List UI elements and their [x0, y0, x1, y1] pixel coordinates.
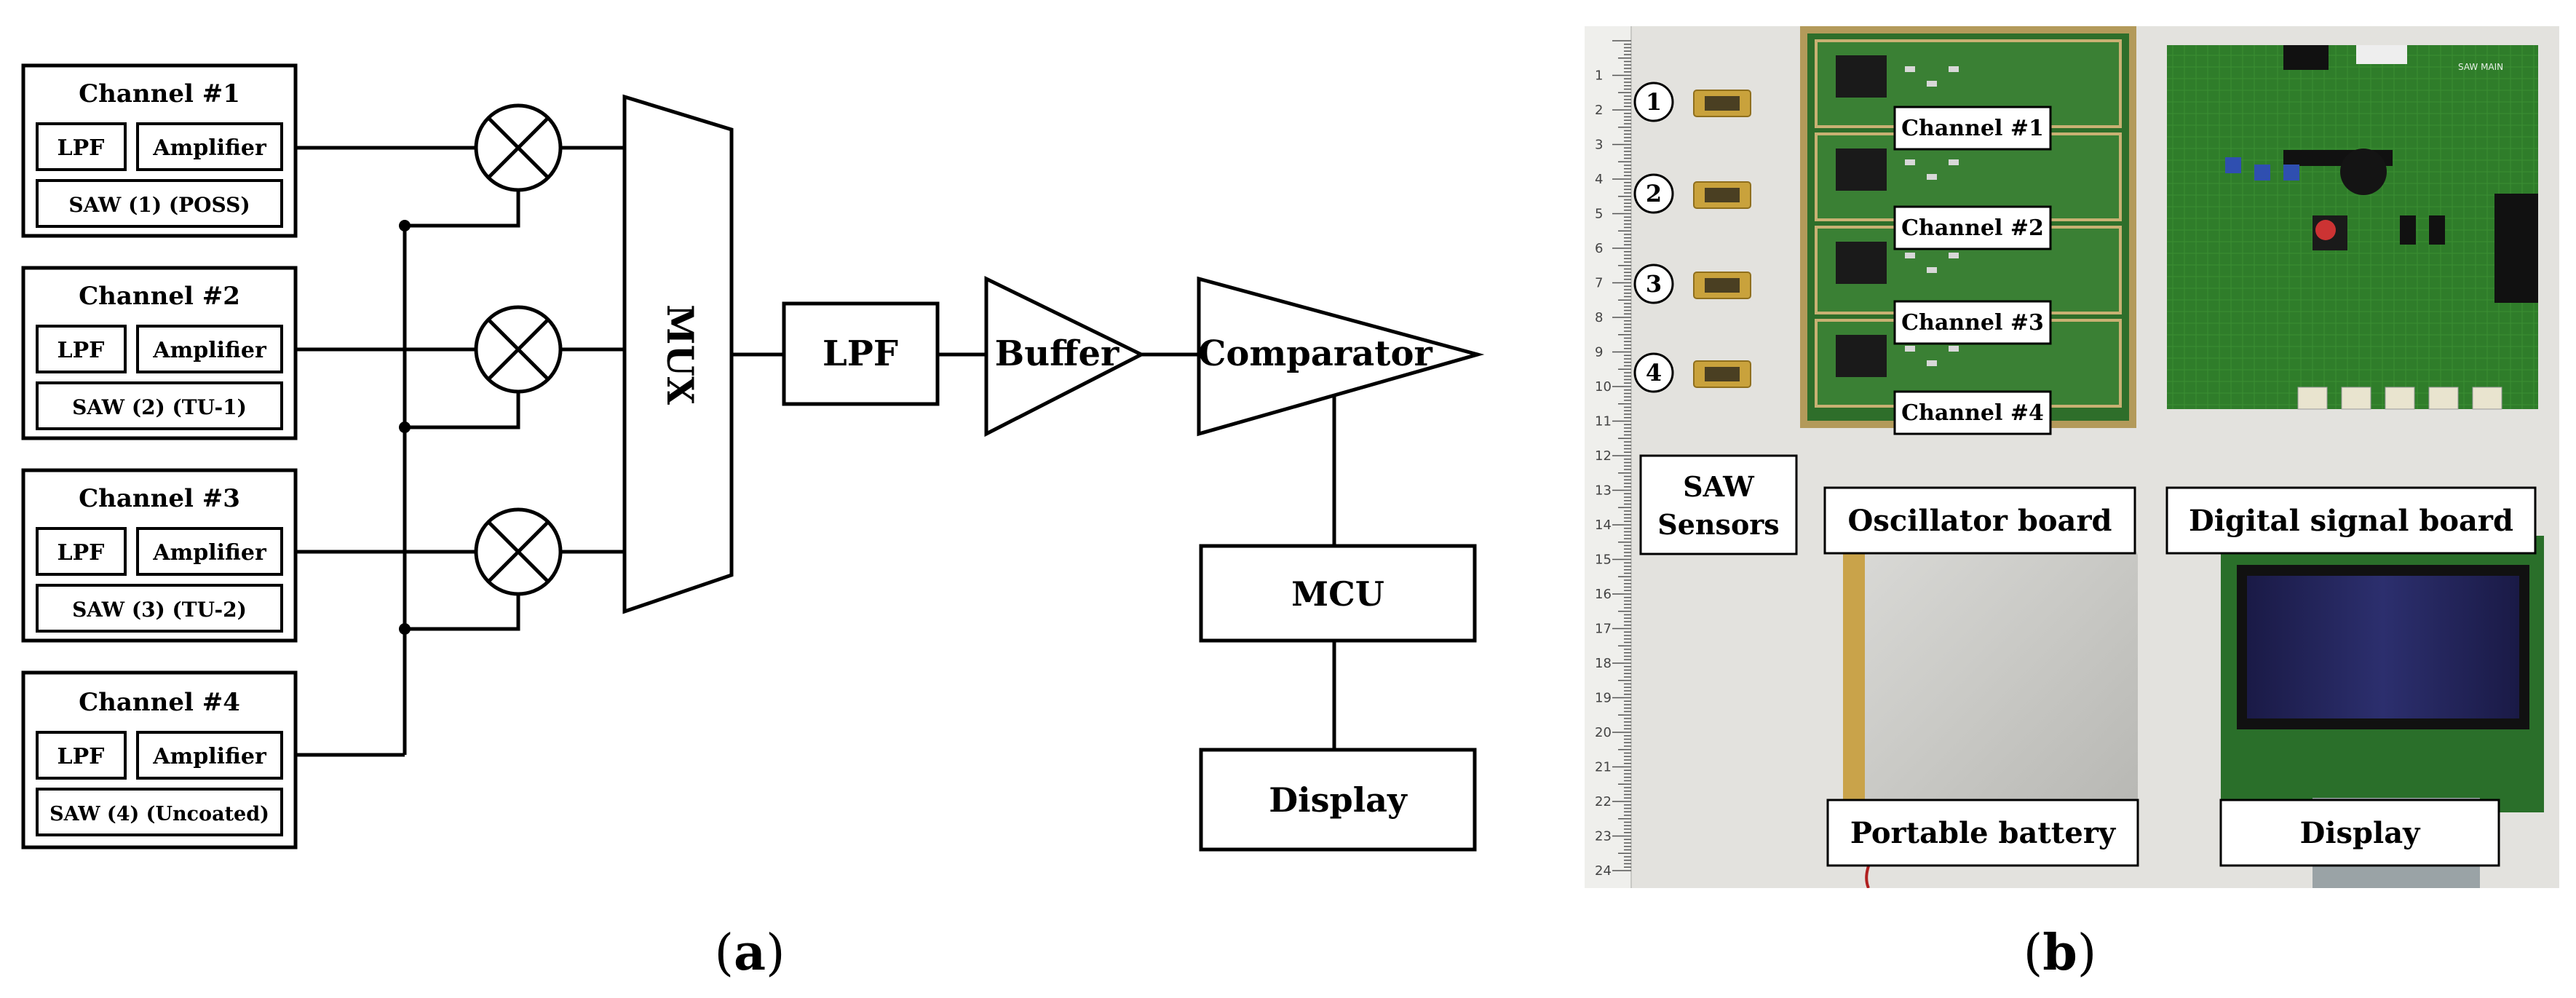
- buffer-label: Buffer: [995, 333, 1119, 374]
- ruler-number: 6: [1595, 241, 1603, 256]
- mux-block: MUX: [622, 94, 734, 614]
- mixer-icon: [474, 103, 563, 192]
- caption-b-letter: b: [2042, 924, 2077, 982]
- oscillator-channel-label: Channel #4: [1901, 400, 2044, 426]
- saw-label: SAW (4) (Uncoated): [49, 803, 269, 825]
- display-label: Display: [1269, 780, 1408, 820]
- display-module: [2221, 536, 2544, 888]
- mcu-block: MCU: [1199, 544, 1477, 643]
- ruler-number: 3: [1595, 138, 1603, 153]
- channel-block-3: Channel #3 LPF Amplifier SAW (3) (TU-2): [21, 468, 298, 643]
- saw-label: SAW (1) (POSS): [68, 193, 250, 217]
- caption-a-letter: a: [734, 924, 766, 982]
- caption-b-wrap: (b): [2024, 924, 2097, 982]
- saw-sensor: 1: [1633, 82, 1751, 122]
- channel-title: Channel #2: [79, 282, 240, 311]
- mux-label: MUX: [659, 304, 702, 405]
- lpf-label: LPF: [58, 744, 105, 769]
- ruler-number: 4: [1595, 172, 1603, 187]
- display-block: Display: [1199, 748, 1477, 852]
- junction-dots: [399, 220, 411, 635]
- sensor-number: 4: [1646, 359, 1662, 387]
- ruler-number: 17: [1595, 622, 1612, 637]
- ruler-number: 13: [1595, 483, 1612, 499]
- amplifier-label: Amplifier: [152, 135, 267, 161]
- saw-sensors-label-line2: Sensors: [1657, 508, 1779, 541]
- lpf-label: LPF: [58, 135, 105, 161]
- channel-title: Channel #1: [79, 79, 240, 108]
- block-diagram: Channel #1 LPF Amplifier SAW (1) (POSS) …: [21, 63, 1485, 982]
- ruler-number: 18: [1595, 656, 1612, 671]
- connection-lines: [296, 146, 1336, 757]
- ruler-number: 23: [1595, 829, 1612, 844]
- ruler-number: 12: [1595, 448, 1612, 464]
- amplifier-label: Amplifier: [152, 744, 267, 769]
- sensor-number: 2: [1646, 180, 1662, 207]
- amplifier-label: Amplifier: [152, 338, 267, 363]
- ruler-number: 5: [1595, 207, 1603, 222]
- lpf-label: LPF: [823, 333, 898, 374]
- ruler-number: 2: [1595, 103, 1603, 118]
- portable-battery-label: Portable battery: [1850, 816, 2117, 850]
- saw-sensor: 2: [1633, 173, 1751, 214]
- comparator-label: Comparator: [1198, 333, 1432, 374]
- channel-block-1: Channel #1 LPF Amplifier SAW (1) (POSS): [21, 63, 298, 238]
- channel-block-4: Channel #4 LPF Amplifier SAW (4) (Uncoat…: [21, 670, 298, 850]
- mixer-icon: [474, 507, 563, 596]
- oscillator-channel-label: Channel #2: [1901, 215, 2044, 241]
- display-label: Display: [2300, 816, 2421, 850]
- comparator-block: Comparator: [1197, 276, 1485, 437]
- photo-labels: Channel #1 Channel #2 Channel #3 Channel…: [1639, 106, 2537, 867]
- saw-label: SAW (3) (TU-2): [72, 598, 247, 622]
- lpf-label: LPF: [58, 338, 105, 363]
- ruler-number: 7: [1595, 276, 1603, 291]
- lpf-label: LPF: [58, 540, 105, 566]
- oscillator-channel-label: Channel #1: [1901, 116, 2044, 141]
- ruler-number: 9: [1595, 345, 1603, 360]
- portable-battery: [1843, 549, 2138, 888]
- mcu-label: MCU: [1291, 574, 1384, 614]
- channel-title: Channel #3: [79, 484, 240, 513]
- ruler-number: 14: [1595, 518, 1612, 533]
- buffer-block: Buffer: [984, 275, 1146, 437]
- oscillator-channel-label: Channel #3: [1901, 310, 2044, 336]
- mixer-icon: [474, 305, 563, 394]
- saw-sensors: 1 2 3 4: [1633, 82, 1751, 393]
- ruler-number: 24: [1595, 863, 1612, 879]
- amplifier-label: Amplifier: [152, 540, 267, 566]
- ruler-number: 21: [1595, 760, 1612, 775]
- channel-title: Channel #4: [79, 688, 240, 717]
- oscillator-board: [1800, 26, 2136, 428]
- digital-signal-board: SAW MAIN: [2167, 45, 2538, 410]
- sensor-number: 1: [1646, 88, 1662, 116]
- channel-block-2: Channel #2 LPF Amplifier SAW (2) (TU-1): [21, 266, 298, 440]
- ruler-number: 19: [1595, 691, 1612, 706]
- lpf-block: LPF: [782, 301, 940, 406]
- ruler-number: 11: [1595, 414, 1612, 429]
- ruler-number: 8: [1595, 310, 1603, 325]
- digital-signal-board-label: Digital signal board: [2189, 504, 2513, 538]
- ruler-number: 10: [1595, 379, 1612, 395]
- svg-text:SAW MAIN: SAW MAIN: [2458, 62, 2503, 72]
- ruler-number: 1: [1595, 68, 1603, 84]
- caption-b: (b): [2024, 924, 2097, 982]
- saw-sensor: 3: [1633, 264, 1751, 304]
- ruler-number: 16: [1595, 587, 1612, 602]
- sensor-number: 3: [1646, 270, 1662, 298]
- saw-sensor: 4: [1633, 352, 1751, 393]
- ruler-number: 20: [1595, 725, 1612, 740]
- saw-sensors-label-line1: SAW: [1683, 470, 1755, 503]
- oscillator-board-label: Oscillator board: [1848, 504, 2112, 538]
- ruler-number: 15: [1595, 553, 1612, 568]
- caption-a: (a): [714, 924, 785, 982]
- ruler-number: 22: [1595, 794, 1612, 809]
- saw-label: SAW (2) (TU-1): [72, 395, 247, 419]
